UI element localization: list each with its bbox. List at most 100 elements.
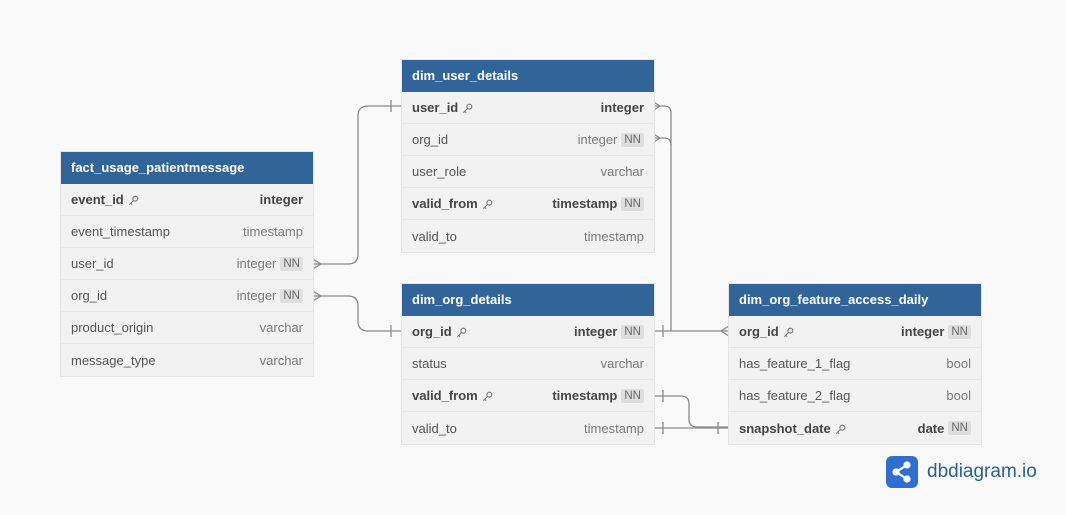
column-row-has-feature-2-flag[interactable]: has_feature_2_flag bool bbox=[729, 380, 981, 412]
not-null-badge: NN bbox=[621, 324, 644, 339]
column-name: product_origin bbox=[71, 320, 154, 335]
column-left: has_feature_1_flag bbox=[739, 356, 850, 371]
column-left: user_role bbox=[412, 164, 466, 179]
not-null-badge: NN bbox=[621, 388, 644, 403]
column-row-valid-to[interactable]: valid_to timestamp bbox=[402, 412, 654, 444]
column-name: has_feature_2_flag bbox=[739, 388, 851, 403]
column-left: status bbox=[412, 356, 447, 371]
column-type: bool bbox=[946, 388, 971, 403]
relation-line-user-id bbox=[313, 105, 402, 265]
column-left: has_feature_2_flag bbox=[739, 388, 850, 403]
column-name: status bbox=[412, 356, 447, 371]
column-type: integer bbox=[600, 100, 644, 115]
column-row-event-timestamp[interactable]: event_timestamp timestamp bbox=[61, 216, 313, 248]
column-right: bool bbox=[946, 388, 971, 403]
column-left: org_id bbox=[412, 132, 448, 147]
column-left: product_origin bbox=[71, 320, 153, 335]
column-right: bool bbox=[946, 356, 971, 371]
column-row-user-id[interactable]: user_id integer bbox=[402, 92, 654, 124]
brand-watermark: dbdiagram.io bbox=[886, 456, 1037, 488]
brand-name: dbdiagram.io bbox=[927, 461, 1037, 482]
column-type: integer bbox=[577, 132, 618, 147]
column-right: integer bbox=[601, 100, 644, 115]
column-type: integer bbox=[901, 324, 945, 339]
not-null-badge: NN bbox=[948, 421, 971, 435]
column-right: timestamp bbox=[243, 224, 303, 239]
key-icon bbox=[783, 326, 794, 338]
column-row-has-feature-1-flag[interactable]: has_feature_1_flag bool bbox=[729, 348, 981, 380]
column-name: user_id bbox=[71, 256, 114, 271]
crowfoot-many-fact-org-id bbox=[312, 290, 323, 302]
crowfoot-many-feature-org-id bbox=[719, 325, 730, 337]
column-right: varchar bbox=[260, 353, 303, 368]
table-header[interactable]: dim_user_details bbox=[402, 60, 654, 92]
column-left: event_timestamp bbox=[71, 224, 170, 239]
column-type: varchar bbox=[600, 356, 644, 371]
column-left: valid_to bbox=[412, 421, 457, 436]
column-left: message_type bbox=[71, 353, 156, 368]
column-right: varchar bbox=[260, 320, 303, 335]
column-type: timestamp bbox=[243, 224, 303, 239]
not-null-badge: NN bbox=[621, 132, 644, 147]
column-left: user_id bbox=[71, 256, 114, 271]
column-name: has_feature_1_flag bbox=[739, 356, 851, 371]
column-row-status[interactable]: status varchar bbox=[402, 348, 654, 380]
column-name: org_id bbox=[412, 132, 449, 147]
not-null-badge: NN bbox=[280, 288, 303, 303]
column-type: integer bbox=[236, 288, 277, 303]
table-header[interactable]: dim_org_details bbox=[402, 284, 654, 316]
column-row-message-type[interactable]: message_type varchar bbox=[61, 344, 313, 376]
column-type: varchar bbox=[600, 164, 644, 179]
key-icon bbox=[482, 198, 493, 210]
column-name: user_id bbox=[412, 100, 459, 115]
column-row-user-role[interactable]: user_role varchar bbox=[402, 156, 654, 188]
column-right: varchar bbox=[601, 164, 644, 179]
column-left: event_id bbox=[71, 192, 139, 207]
table-header[interactable]: dim_org_feature_access_daily bbox=[729, 284, 981, 316]
dbdiagram-share-icon bbox=[886, 456, 918, 488]
column-row-product-origin[interactable]: product_origin varchar bbox=[61, 312, 313, 344]
column-row-event-id[interactable]: event_id integer bbox=[61, 184, 313, 216]
key-icon bbox=[128, 194, 139, 206]
column-type: timestamp bbox=[584, 420, 644, 436]
column-type: integer bbox=[236, 256, 277, 271]
column-left: snapshot_date bbox=[739, 421, 846, 436]
column-name: valid_to bbox=[412, 228, 457, 244]
column-type: timestamp bbox=[552, 196, 618, 211]
column-left: user_id bbox=[412, 100, 473, 115]
column-name: valid_from bbox=[412, 388, 478, 403]
relation-line-fact-org-id bbox=[313, 295, 402, 332]
column-type: timestamp bbox=[584, 228, 644, 244]
column-type: timestamp bbox=[552, 388, 618, 403]
column-type: integer bbox=[574, 324, 618, 339]
column-right: varchar bbox=[601, 356, 644, 371]
table-header[interactable]: fact_usage_patientmessage bbox=[61, 152, 313, 184]
column-name: event_id bbox=[71, 192, 124, 207]
column-name: message_type bbox=[71, 352, 156, 368]
column-right: integer bbox=[260, 192, 303, 207]
not-null-badge: NN bbox=[280, 256, 303, 271]
column-row-valid-to[interactable]: valid_to timestamp bbox=[402, 220, 654, 252]
column-name: event_timestamp bbox=[71, 224, 170, 239]
column-type: varchar bbox=[259, 320, 303, 335]
relation-line-user-details bbox=[652, 105, 672, 331]
column-type: varchar bbox=[259, 352, 303, 368]
